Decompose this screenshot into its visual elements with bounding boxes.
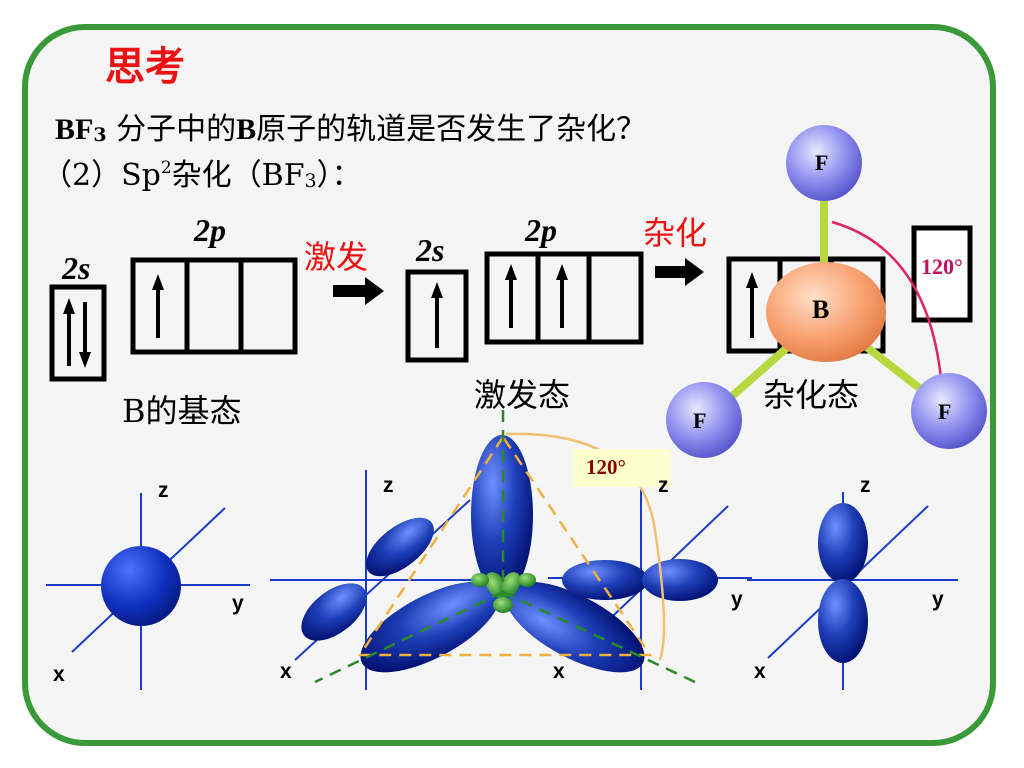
- excite-label: 激发: [304, 238, 369, 276]
- bf3-bonds: [727, 188, 925, 401]
- ground-state-label: B的基态: [122, 392, 242, 430]
- question-molecule: BF: [55, 113, 94, 146]
- axis-x-3: x: [553, 660, 565, 683]
- axis-x-1: x: [53, 663, 65, 686]
- axis-z-1: z: [158, 479, 169, 502]
- ground-2s-label: 2s: [62, 250, 91, 286]
- subheading-sub: 3: [304, 170, 317, 192]
- excited-2p-label: 2p: [525, 212, 557, 248]
- axis-y-1: y: [232, 592, 244, 615]
- fluorine-label-top: F: [815, 150, 829, 175]
- axis-z-3: z: [658, 474, 669, 497]
- angle-label-top: 120°: [921, 254, 963, 279]
- boron-label: B: [812, 295, 830, 324]
- question-text-1: 分子中的: [106, 112, 237, 147]
- subheading-prefix: （2）Sp: [42, 158, 161, 193]
- subheading: （2）Sp2杂化（BF3）：: [42, 150, 362, 194]
- s-orbital-sphere: [101, 546, 181, 626]
- ground-2p-boxes: [130, 257, 298, 355]
- center-dashed-lines: [314, 410, 696, 684]
- excite-arrow-icon: [333, 277, 384, 305]
- rounded-frame: [22, 24, 996, 746]
- fluorine-atom-right: [911, 373, 987, 449]
- question-molecule-sub: 3: [93, 124, 107, 146]
- ground-2p-label: 2p: [194, 212, 226, 248]
- angle-arc: [831, 220, 944, 389]
- excited-2p-boxes: [484, 251, 644, 345]
- axis-z-4: z: [860, 474, 871, 497]
- pz-lobe-top: [818, 503, 868, 583]
- axis-x-4: x: [754, 660, 766, 683]
- axis-y-3: y: [731, 588, 743, 611]
- excited-state-label: 激发态: [474, 376, 571, 414]
- angle-label-bottom: 120°: [586, 455, 626, 479]
- fluorine-label-left: F: [693, 408, 707, 433]
- question-text: BF3 分子中的B原子的轨道是否发生了杂化？: [55, 104, 646, 148]
- fluorine-label-right: F: [938, 399, 952, 424]
- subheading-sup: 2: [160, 158, 172, 178]
- subheading-middle: 杂化（BF: [171, 158, 305, 193]
- angle-label-box: [573, 449, 671, 487]
- excited-2s-box: [405, 269, 469, 363]
- pz-lobe-bottom: [818, 579, 868, 663]
- fluorine-atom-left: [666, 382, 742, 458]
- angle-arc-lower: [505, 432, 666, 661]
- ground-2s-box: [49, 284, 107, 382]
- question-atom: B: [236, 113, 257, 146]
- axis-z-2: z: [383, 474, 394, 497]
- hybrid-state-label: 杂化态: [763, 376, 860, 414]
- subheading-suffix: ）：: [316, 158, 362, 193]
- question-text-2: 原子的轨道是否发生了杂化？: [256, 112, 647, 147]
- boron-atom: [766, 262, 886, 362]
- page-title: 思考: [105, 44, 185, 90]
- axis-x-2: x: [280, 660, 292, 683]
- hybridize-arrow-icon: [655, 258, 704, 286]
- triangle-dashed: [357, 434, 653, 657]
- excited-2s-label: 2s: [416, 232, 445, 268]
- axis-y-4: y: [932, 588, 944, 611]
- hybridize-label: 杂化: [643, 214, 708, 252]
- fluorine-atom-top: [786, 125, 862, 201]
